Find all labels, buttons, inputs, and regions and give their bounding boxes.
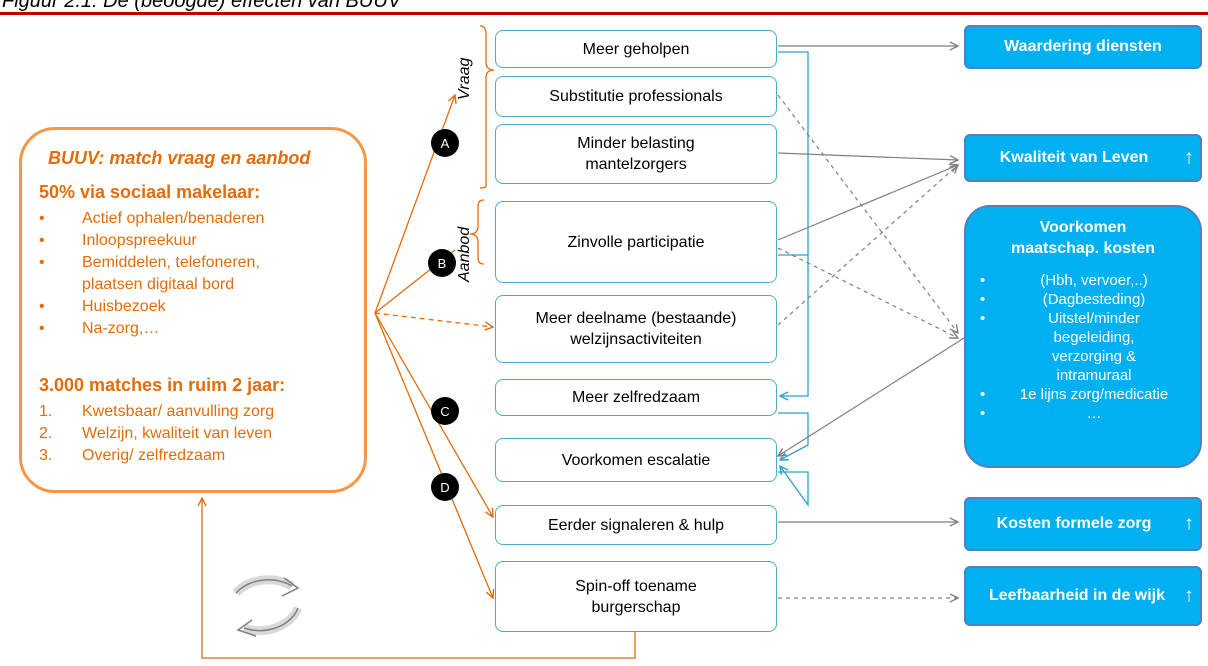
- effect-eerder-signaleren: Eerder signaleren & hulp: [495, 505, 777, 545]
- outcome-waardering: Waardering diensten: [964, 25, 1202, 69]
- outcome-leefbaarheid: Leefbaarheid in de wijk ↑: [964, 566, 1202, 626]
- gray-dashed-arrows: [777, 94, 958, 598]
- voorkomen-title: Voorkomen: [1039, 219, 1127, 236]
- list-item: •Bemiddelen, telefoneren,plaatsen digita…: [39, 254, 260, 293]
- outcome-kwaliteit: Kwaliteit van Leven ↑: [964, 134, 1202, 182]
- list-item: •(Hbh, vervoer,..): [980, 272, 1148, 289]
- list-item: •(Dagbesteding): [980, 291, 1146, 308]
- cycle-icon: [232, 575, 303, 637]
- section2-title: 3.000 matches in ruim 2 jaar:: [39, 375, 286, 395]
- voorkomen-list: •(Hbh, vervoer,..) •(Dagbesteding) •Uits…: [978, 271, 1188, 423]
- effect-meer-geholpen: Meer geholpen: [495, 30, 777, 68]
- list-item: •Na-zorg,…: [39, 320, 160, 337]
- list-item: •Inloopspreekuur: [39, 232, 197, 249]
- effect-zelfredzaam: Meer zelfredzaam: [495, 379, 777, 416]
- title-rule: [0, 12, 1208, 15]
- effect-substitutie: Substitutie professionals: [495, 76, 777, 117]
- list-item: •1e lijns zorg/medicatie: [980, 386, 1169, 403]
- effect-voorkomen-escalatie: Voorkomen escalatie: [495, 438, 777, 482]
- buuv-heading: BUUV: match vraag en aanbod: [48, 148, 311, 168]
- up-arrow-icon: ↑: [1184, 584, 1194, 607]
- effect-zinvolle-participatie: Zinvolle participatie: [495, 201, 777, 283]
- section2-list: 1.Kwetsbaar/ aanvulling zorg 2.Welzijn, …: [39, 401, 274, 467]
- marker-b: B: [428, 249, 456, 277]
- list-item: 2.Welzijn, kwaliteit van leven: [39, 425, 273, 442]
- outcome-kosten: Kosten formele zorg ↑: [964, 497, 1202, 551]
- list-item: •Actief ophalen/benaderen: [39, 210, 265, 227]
- list-item: 1.Kwetsbaar/ aanvulling zorg: [39, 403, 275, 420]
- aanbod-label: Aanbod: [456, 226, 473, 282]
- vraag-label: Vraag: [456, 57, 473, 100]
- list-item: 3.Overig/ zelfredzaam: [39, 447, 226, 464]
- gray-arrows: [778, 46, 965, 522]
- marker-d: D: [431, 473, 459, 501]
- figure-title: Figuur 2.1: De (beoogde) effecten van BU…: [2, 0, 402, 12]
- feedback-bracket: [778, 51, 809, 508]
- marker-a: A: [431, 129, 459, 157]
- list-item: •Huisbezoek: [39, 298, 166, 315]
- outcome-voorkomen: Voorkomen maatschap. kosten •(Hbh, vervo…: [964, 205, 1202, 468]
- list-item: •…: [980, 405, 1102, 422]
- section1-title: 50% via sociaal makelaar:: [39, 182, 261, 202]
- up-arrow-icon: ↑: [1184, 512, 1194, 535]
- buuv-box: BUUV: match vraag en aanbod 50% via soci…: [19, 127, 367, 493]
- voorkomen-subtitle: maatschap. kosten: [1010, 240, 1156, 257]
- effect-meer-deelname: Meer deelname (bestaande)welzijnsactivit…: [495, 295, 777, 363]
- up-arrow-icon: ↑: [1184, 146, 1194, 169]
- marker-c: C: [431, 397, 459, 425]
- section1-list: •Actief ophalen/benaderen •Inloopspreeku…: [39, 208, 264, 340]
